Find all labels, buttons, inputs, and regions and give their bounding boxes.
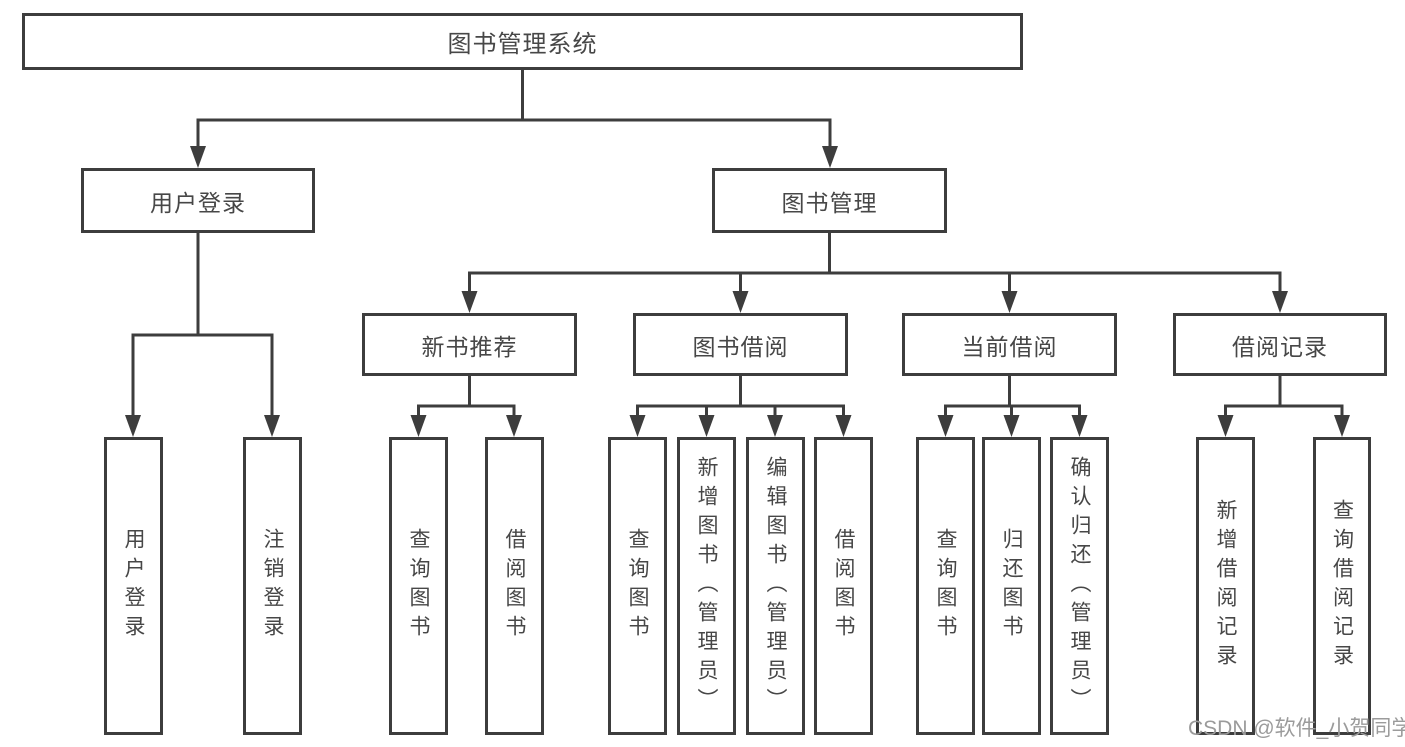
node-label: 查询图书	[934, 528, 957, 644]
csdn-watermark: CSDN @软件_小贺同学	[1188, 717, 1405, 740]
node-book-borrowing: 图书借阅	[633, 313, 848, 376]
leaf-borrowing-query-books: 查询图书	[608, 437, 667, 735]
leaf-recommend-borrow-books: 借阅图书	[485, 437, 544, 735]
arrowheads	[125, 146, 1350, 437]
node-label: 注销登录	[261, 528, 284, 644]
node-label: 图书管理系统	[447, 31, 598, 58]
arrowhead	[410, 415, 427, 437]
arrowhead	[264, 415, 280, 437]
arrowhead	[629, 415, 646, 437]
arrowhead	[822, 146, 838, 168]
arrowhead	[835, 415, 852, 437]
arrowhead	[461, 291, 478, 313]
leaf-borrowing-add-books-admin: 新增图书（管理员）	[677, 437, 736, 735]
node-label: 当前借阅	[961, 333, 1058, 360]
node-label: 查询图书	[626, 528, 649, 644]
node-label: 查询图书	[407, 528, 430, 644]
node-label: 确认归还（管理员）	[1068, 455, 1091, 717]
node-label: 借阅记录	[1232, 333, 1328, 360]
node-new-book-recommend: 新书推荐	[362, 313, 577, 376]
node-label: 编辑图书（管理员）	[764, 455, 787, 717]
leaf-current-return-books: 归还图书	[982, 437, 1041, 735]
arrowhead	[1334, 415, 1350, 437]
arrowhead	[1003, 415, 1020, 437]
arrowhead	[698, 415, 715, 437]
node-label: 新增图书（管理员）	[695, 455, 718, 717]
node-book-management: 图书管理	[712, 168, 947, 233]
arrowhead	[190, 146, 206, 168]
leaf-records-query-borrow-record: 查询借阅记录	[1313, 437, 1371, 735]
node-label: 查询借阅记录	[1330, 499, 1354, 673]
node-label: 新书推荐	[421, 333, 518, 360]
node-label: 用户登录	[122, 528, 145, 644]
node-label: 图书管理	[781, 189, 878, 216]
leaf-current-confirm-return-admin: 确认归还（管理员）	[1050, 437, 1109, 735]
node-user-login: 用户登录	[81, 168, 315, 233]
leaf-borrowing-borrow-books: 借阅图书	[814, 437, 873, 735]
leaf-borrowing-edit-books-admin: 编辑图书（管理员）	[746, 437, 805, 735]
leaf-logout: 注销登录	[243, 437, 302, 735]
node-label: 用户登录	[150, 189, 246, 216]
arrowhead	[767, 415, 783, 437]
arrowhead	[1071, 415, 1088, 437]
arrowhead	[125, 415, 141, 437]
node-borrowing-records: 借阅记录	[1173, 313, 1387, 376]
arrowhead	[732, 291, 749, 313]
arrowhead	[1001, 291, 1018, 313]
node-label: 图书借阅	[692, 333, 789, 360]
leaf-records-add-borrow-record: 新增借阅记录	[1196, 437, 1255, 735]
leaf-user-login: 用户登录	[104, 437, 163, 735]
node-library-management-system: 图书管理系统	[22, 13, 1023, 70]
arrowhead	[1272, 291, 1288, 313]
tree-connector-path	[131, 68, 1344, 417]
arrowhead	[506, 415, 522, 437]
leaf-current-query-books: 查询图书	[916, 437, 975, 735]
arrowhead	[937, 415, 954, 437]
arrowhead	[1217, 415, 1234, 437]
node-current-borrowing: 当前借阅	[902, 313, 1117, 376]
node-label: 借阅图书	[832, 528, 855, 644]
node-label: 借阅图书	[503, 528, 526, 644]
leaf-recommend-query-books: 查询图书	[389, 437, 448, 735]
node-label: 归还图书	[1000, 528, 1023, 644]
node-label: 新增借阅记录	[1214, 499, 1237, 673]
